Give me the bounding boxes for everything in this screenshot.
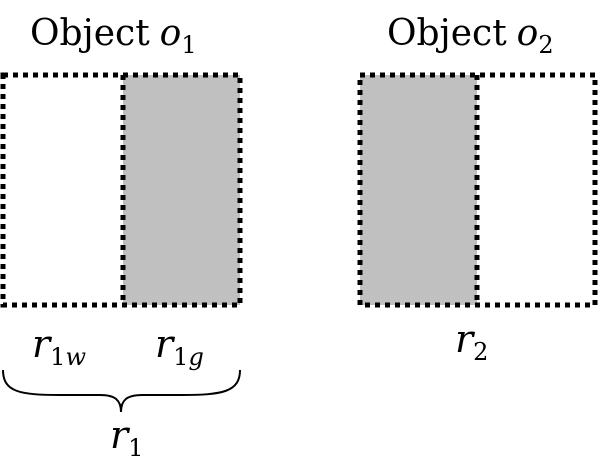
label-r1: r1 <box>110 413 143 462</box>
object-2-title-subscript: 2 <box>538 31 553 59</box>
label-r1g-subscript-italic: g <box>188 343 203 371</box>
brace-r1 <box>2 369 241 413</box>
object-1-left-region <box>3 75 123 305</box>
label-r2-symbol: r <box>455 317 476 361</box>
label-r2-subscript: 2 <box>473 338 488 366</box>
object-2-title-word: Object <box>387 13 507 54</box>
object-1-outline <box>0 72 243 308</box>
object-2-title-symbol: o <box>517 13 539 54</box>
label-r1-symbol: r <box>110 413 131 457</box>
label-r1g-subscript: 1 <box>173 343 188 371</box>
label-r1w-subscript-italic: w <box>65 343 86 371</box>
label-r2: r2 <box>455 317 488 366</box>
label-r1w-subscript: 1 <box>50 343 65 371</box>
label-r1-subscript: 1 <box>128 434 143 462</box>
label-r1w-symbol: r <box>32 322 53 366</box>
object-2-outline <box>357 72 598 308</box>
object-1-title-symbol: o <box>160 13 182 54</box>
label-r1g: r1g <box>155 322 204 371</box>
object-1-right-region <box>123 75 240 305</box>
object-1-title-subscript: 1 <box>181 31 196 59</box>
object-1-title-word: Object <box>30 13 150 54</box>
label-r1g-symbol: r <box>155 322 176 366</box>
object-2-right-region <box>477 75 595 305</box>
object-2-left-region <box>360 75 477 305</box>
label-r1w: r1w <box>32 322 86 371</box>
